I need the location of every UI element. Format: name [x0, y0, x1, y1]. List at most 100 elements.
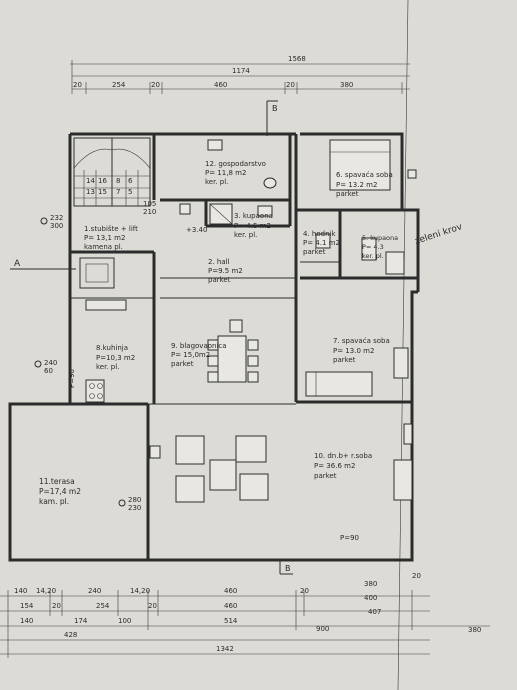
room-10-area: P= 36.6 m2 [314, 462, 355, 470]
room-7-label: 7. spavaća soba P= 13.0 m2 parket [333, 337, 390, 364]
room-6-label: 6. spavaća soba P= 13.2 m2 parket [336, 171, 393, 198]
room-12-area: P= 11,8 m2 [205, 169, 246, 177]
tag-door-105: 105 [143, 200, 156, 208]
opening-tags: 232 300 105 210 +3.40 240 60 280 230 P=9… [34, 200, 359, 542]
room-6-floor: parket [336, 190, 359, 198]
dim-bottom-r3-2: 174 [74, 617, 88, 625]
coffee-table [209, 459, 237, 491]
dim-top-3: 20 [151, 81, 160, 89]
room-4-floor: parket [303, 248, 326, 256]
furniture [85, 139, 417, 503]
tag-terrace-door-top: 280 [128, 496, 141, 504]
stair-step-6: 6 [128, 177, 133, 185]
armchair [239, 473, 269, 501]
dining-chair [207, 339, 219, 351]
room-7-name: 7. spavaća soba [333, 337, 390, 345]
room-8-name: 8.kuhinja [96, 344, 128, 352]
stair-step-15: 15 [98, 188, 107, 196]
room-10-label: 10. dn.b+ r.soba P= 36.6 m2 parket [314, 452, 372, 480]
room-2-label: 2. hall P=9.5 m2 parket [208, 258, 243, 284]
dim-bottom-r2-5: 460 [224, 602, 237, 610]
room-8-label: 8.kuhinja P=10,3 m2 ker. pl. [96, 344, 135, 371]
dining-chair [247, 339, 259, 351]
sink-1 [263, 177, 277, 189]
dim-bottom-r1-5: 460 [224, 587, 237, 595]
room-1-floor: kamena pl. [84, 243, 123, 251]
armchair [235, 435, 267, 463]
room-11-floor: kam. pl. [39, 497, 69, 506]
room-6-name: 6. spavaća soba [336, 171, 393, 179]
room-11-name: 11.terasa [39, 477, 75, 486]
kitchen-stove [85, 379, 105, 403]
room-8-floor: ker. pl. [96, 363, 119, 371]
stair-step-5: 5 [128, 188, 132, 196]
room-12-name: 12. gospodarstvo [205, 160, 266, 168]
dim-bottom-r4-left: 428 [64, 631, 77, 639]
room-7-floor: parket [333, 356, 356, 364]
dining-chair [207, 371, 219, 383]
sofa [393, 459, 413, 501]
room-5-name: 5. kupaona [362, 234, 398, 242]
dim-bottom-r2-2: 20 [52, 602, 61, 610]
room-3-area: P= 4.5 m2 [234, 222, 271, 230]
tag-p90-left: P=90 [68, 369, 76, 388]
room-5-area: P= 4.3 [362, 243, 384, 251]
tag-kitchen-window-top: 240 [44, 359, 57, 367]
dim-bottom-r3-4: 514 [224, 617, 238, 625]
dim-top-6: 380 [340, 81, 353, 89]
dim-bottom-r4-right: 900 [316, 625, 329, 633]
room-11-label: 11.terasa P=17,4 m2 kam. pl. [39, 477, 81, 506]
dim-overall: 1568 [288, 55, 306, 63]
dining-chair [229, 319, 243, 333]
dim-bottom-r1-7: 380 [364, 580, 377, 588]
room-4-label: 4. hodnik P= 4.1 m2 parket [303, 230, 340, 256]
level-mark: +3.40 [186, 226, 207, 234]
stair-step-16: 16 [98, 177, 107, 185]
section-markers: A B B [10, 100, 293, 575]
room-9-area: P= 15,0m2 [171, 351, 210, 359]
stair-step-7: 7 [116, 188, 120, 196]
bathroom-fixtures [207, 139, 405, 275]
dim-bottom-r1-6: 20 [300, 587, 309, 595]
room-12-label: 12. gospodarstvo P= 11,8 m2 ker. pl. [205, 160, 266, 186]
room-labels: 1.stubište + lift P= 13,1 m2 kamena pl. … [39, 160, 464, 506]
tag-terrace-door-bottom: 230 [128, 504, 141, 512]
dim-bottom-r1-1: 140 [14, 587, 27, 595]
dim-bottom-r1-3: 240 [88, 587, 101, 595]
room-9-label: 9. blagovaonica P= 15,0m2 parket [171, 342, 227, 368]
dim-sub: 1174 [232, 67, 250, 75]
room-3-name: 3. kupaona [234, 212, 273, 220]
bottom-dimensions: 140 14,20 240 14,20 460 20 380 20 154 20… [0, 572, 490, 658]
room-2-area: P=9.5 m2 [208, 267, 243, 275]
room-10-name: 10. dn.b+ r.soba [314, 452, 372, 460]
staircase: 16 15 14 13 8 7 6 5 [73, 137, 151, 289]
walls [8, 132, 420, 562]
room-4-name: 4. hodnik [303, 230, 336, 238]
bed-room-6 [329, 139, 391, 191]
dim-bottom-r2-6: 400 [364, 594, 377, 602]
dim-bottom-r3-1: 140 [20, 617, 33, 625]
dim-bottom-r1-2: 14,20 [36, 587, 56, 595]
room-10-floor: parket [314, 472, 337, 480]
dim-bottom-r3-5: 407 [368, 608, 381, 616]
section-b-bottom-label: B [285, 564, 291, 573]
room-1-name: 1.stubište + lift [84, 225, 138, 233]
dim-bottom-total: 1342 [216, 645, 234, 653]
dim-bottom-r2-3: 254 [96, 602, 110, 610]
top-dimensions: 1568 1174 20 254 20 460 20 380 [70, 55, 410, 94]
armchair [175, 435, 205, 465]
room-5-floor: ker. pl. [362, 252, 384, 260]
bathtub-2 [385, 251, 405, 275]
room-9-name: 9. blagovaonica [171, 342, 227, 350]
section-a-label: A [14, 259, 21, 269]
room-9-floor: parket [171, 360, 194, 368]
tag-stair-window-bottom: 300 [50, 222, 63, 230]
stair-step-14: 14 [86, 177, 95, 185]
kitchen-counter [85, 299, 127, 311]
room-2-floor: parket [208, 276, 231, 284]
dining-chair [207, 355, 219, 367]
tag-kitchen-window-bottom: 60 [44, 367, 53, 375]
section-b-top-label: B [272, 104, 278, 113]
